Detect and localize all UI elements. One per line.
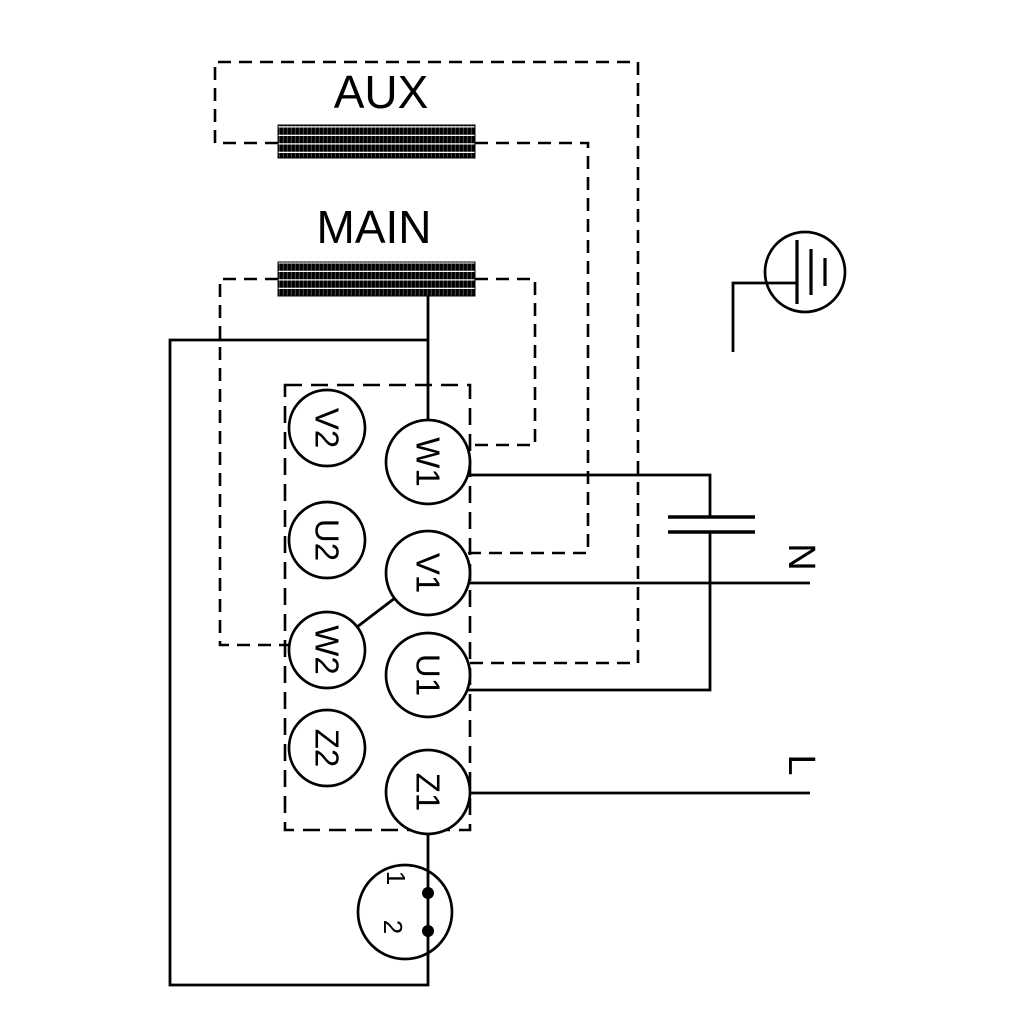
terminal-w2: W2	[287, 610, 367, 690]
aux-wire-right	[465, 141, 590, 555]
plug-pin-1-label: 1	[381, 871, 411, 885]
ground-circle	[763, 230, 847, 314]
ground-wire	[731, 281, 797, 352]
terminal-v1-circle	[384, 529, 472, 617]
terminal-v1: V1	[384, 529, 472, 617]
terminal-w1-label: W1	[410, 437, 447, 487]
terminal-w1-circle	[384, 418, 472, 506]
supply-line: L	[780, 754, 822, 775]
supply-neutral: N	[780, 543, 822, 570]
terminal-w2-circle	[287, 610, 367, 690]
terminal-z2: Z2	[287, 708, 367, 788]
terminal-z1-label: Z1	[410, 773, 447, 812]
plug-connector: 1 2	[356, 863, 454, 961]
terminal-v1-label: V1	[410, 553, 447, 593]
plug-pin-2-dot	[422, 925, 434, 937]
main-wire-right	[466, 277, 537, 447]
terminal-v2: V2	[287, 388, 367, 468]
main-coil	[277, 261, 476, 297]
capacitor-symbol	[668, 515, 755, 534]
terminal-z2-label: Z2	[309, 729, 346, 768]
terminal-w1: W1	[384, 418, 472, 506]
ground-symbol	[731, 230, 847, 352]
terminal-u1: U1	[384, 631, 472, 719]
solid-wiring	[168, 296, 810, 987]
main-winding: MAIN	[277, 201, 476, 297]
bridge-w2-v1	[356, 596, 396, 629]
line-label: L	[780, 754, 822, 775]
terminal-u2-circle	[287, 500, 367, 580]
terminal-u1-circle	[384, 631, 472, 719]
plug-connector-circle	[356, 863, 454, 961]
terminal-v2-label: V2	[309, 408, 346, 448]
neutral-label: N	[780, 543, 822, 570]
aux-coil	[277, 124, 476, 159]
aux-winding: AUX	[277, 66, 476, 159]
terminal-u2-label: U2	[309, 519, 346, 561]
aux-wire-loop	[213, 60, 640, 665]
terminal-v2-circle	[287, 388, 367, 468]
terminal-z1: Z1	[384, 748, 472, 836]
main-wire-left	[218, 277, 289, 647]
main-label: MAIN	[317, 201, 432, 253]
w1-to-capacitor-wire	[468, 473, 712, 517]
dashed-wiring	[213, 60, 640, 832]
terminal-w2-label: W2	[309, 625, 346, 675]
terminal-u1-label: U1	[410, 654, 447, 696]
terminal-z1-circle	[384, 748, 472, 836]
plug-pin-2-label: 2	[378, 920, 408, 934]
terminal-block-outline	[283, 383, 472, 832]
terminal-u2: U2	[287, 500, 367, 580]
terminal-z2-circle	[287, 708, 367, 788]
aux-label: AUX	[334, 66, 429, 118]
plug-pin-1-dot	[422, 887, 434, 899]
capacitor-to-u1-wire	[467, 532, 712, 692]
